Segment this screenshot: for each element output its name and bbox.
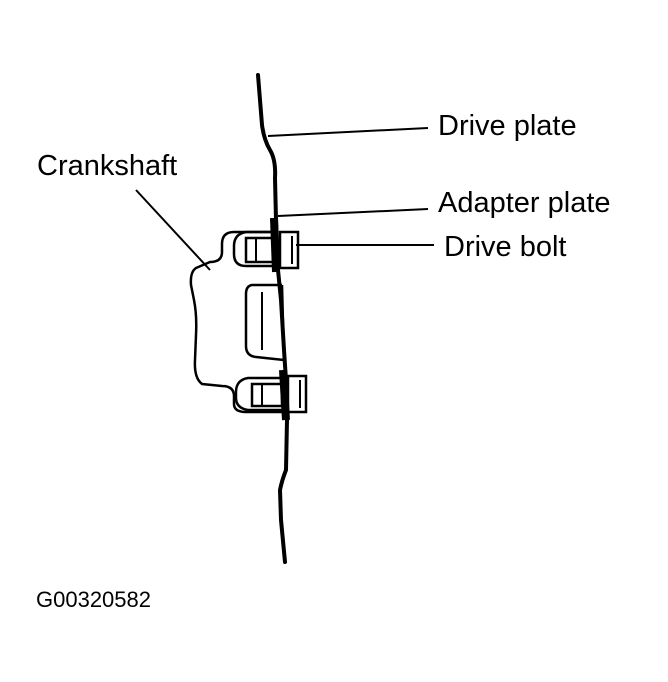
adapter-plate-label: Adapter plate: [438, 187, 611, 219]
drive-plate: [256, 73, 289, 564]
upper-bolt-recess: [232, 230, 274, 268]
upper-drive-bolt: [244, 230, 300, 270]
center-pilot-recess: [244, 283, 285, 362]
crankshaft-flange: [189, 230, 284, 414]
figure-id: G00320582: [36, 587, 151, 612]
lower-bolt-recess: [234, 376, 284, 412]
crankshaft-label: Crankshaft: [37, 150, 178, 182]
leader-crankshaft: [135, 189, 211, 271]
leader-drive-plate: [267, 127, 429, 137]
drive-bolt-label: Drive bolt: [444, 231, 567, 263]
center-pilot-edge: [280, 284, 286, 361]
adapter-plate-lower: [279, 369, 290, 421]
leader-adapter-plate: [277, 208, 429, 217]
lower-drive-bolt: [250, 374, 308, 414]
drive-plate-label: Drive plate: [438, 110, 577, 142]
